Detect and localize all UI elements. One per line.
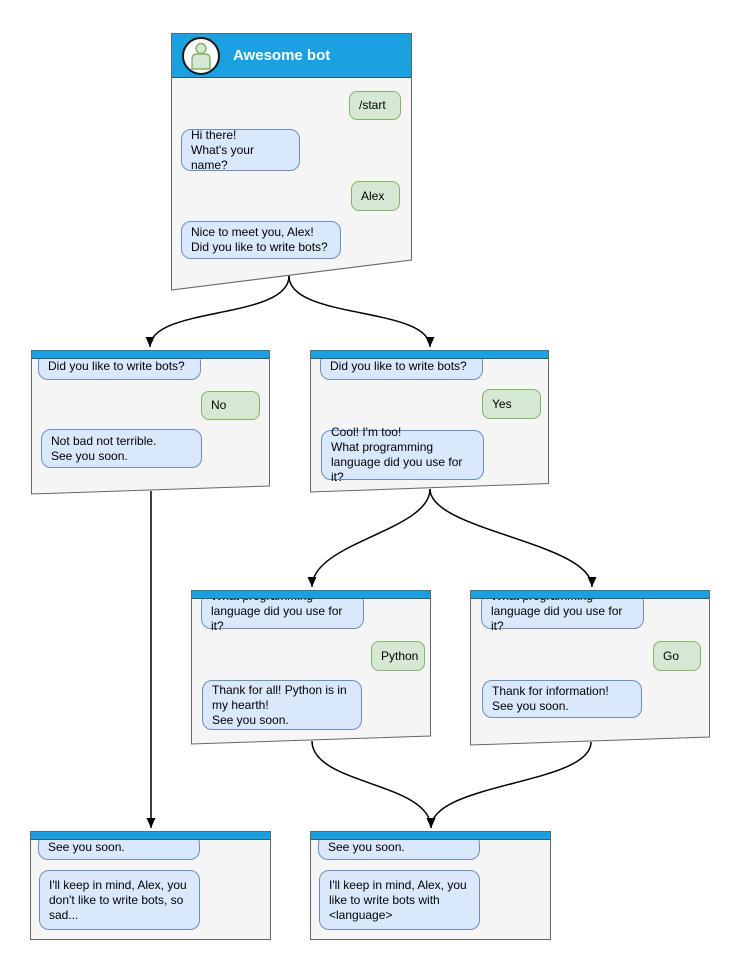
bot-message-bubble: I'll keep in mind, Alex, you don't like …	[39, 870, 200, 930]
chat-window-titlebar	[311, 832, 550, 840]
bot-avatar	[182, 36, 220, 75]
connector-root-to-no	[145, 275, 290, 348]
chat-window-titlebar	[31, 832, 270, 840]
bot-message-bubble: Cool! I'm too! What programming language…	[321, 425, 484, 484]
bot-message-bubble: Thank for all! Python is in my hearth! S…	[202, 680, 362, 730]
user-message-bubble: Python	[371, 641, 425, 671]
bot-message-bubble: Nice to meet you, Alex! Did you like to …	[181, 221, 341, 259]
user-message-bubble: Go	[653, 641, 701, 671]
user-message-bubble: Alex	[351, 181, 400, 211]
chat-window-titlebar: Awesome bot	[172, 34, 411, 78]
connector-root-to-yes	[288, 275, 435, 348]
bot-message-bubble: Hi there! What's your name?	[181, 128, 300, 172]
connector-yes-to-python	[307, 488, 431, 588]
person-icon	[191, 42, 211, 70]
bot-message-bubble: I'll keep in mind, Alex, you like to wri…	[319, 870, 480, 930]
bot-message-bubble: Not bad not terrible. See you soon.	[41, 429, 202, 468]
connector-python-to-end	[311, 740, 436, 829]
chat-window-titlebar	[471, 591, 709, 599]
connector-yes-to-go	[429, 488, 597, 588]
user-message-bubble: Yes	[482, 389, 541, 419]
chat-window-titlebar	[311, 351, 548, 359]
connector-go-to-end	[426, 741, 592, 829]
chat-window-titlebar	[192, 591, 430, 599]
user-message-bubble: /start	[349, 91, 401, 120]
bot-message-bubble: Thank for information! See you soon.	[482, 680, 642, 718]
bot-name-title: Awesome bot	[233, 47, 331, 64]
user-message-bubble: No	[201, 391, 260, 420]
chat-window-titlebar	[32, 351, 269, 359]
